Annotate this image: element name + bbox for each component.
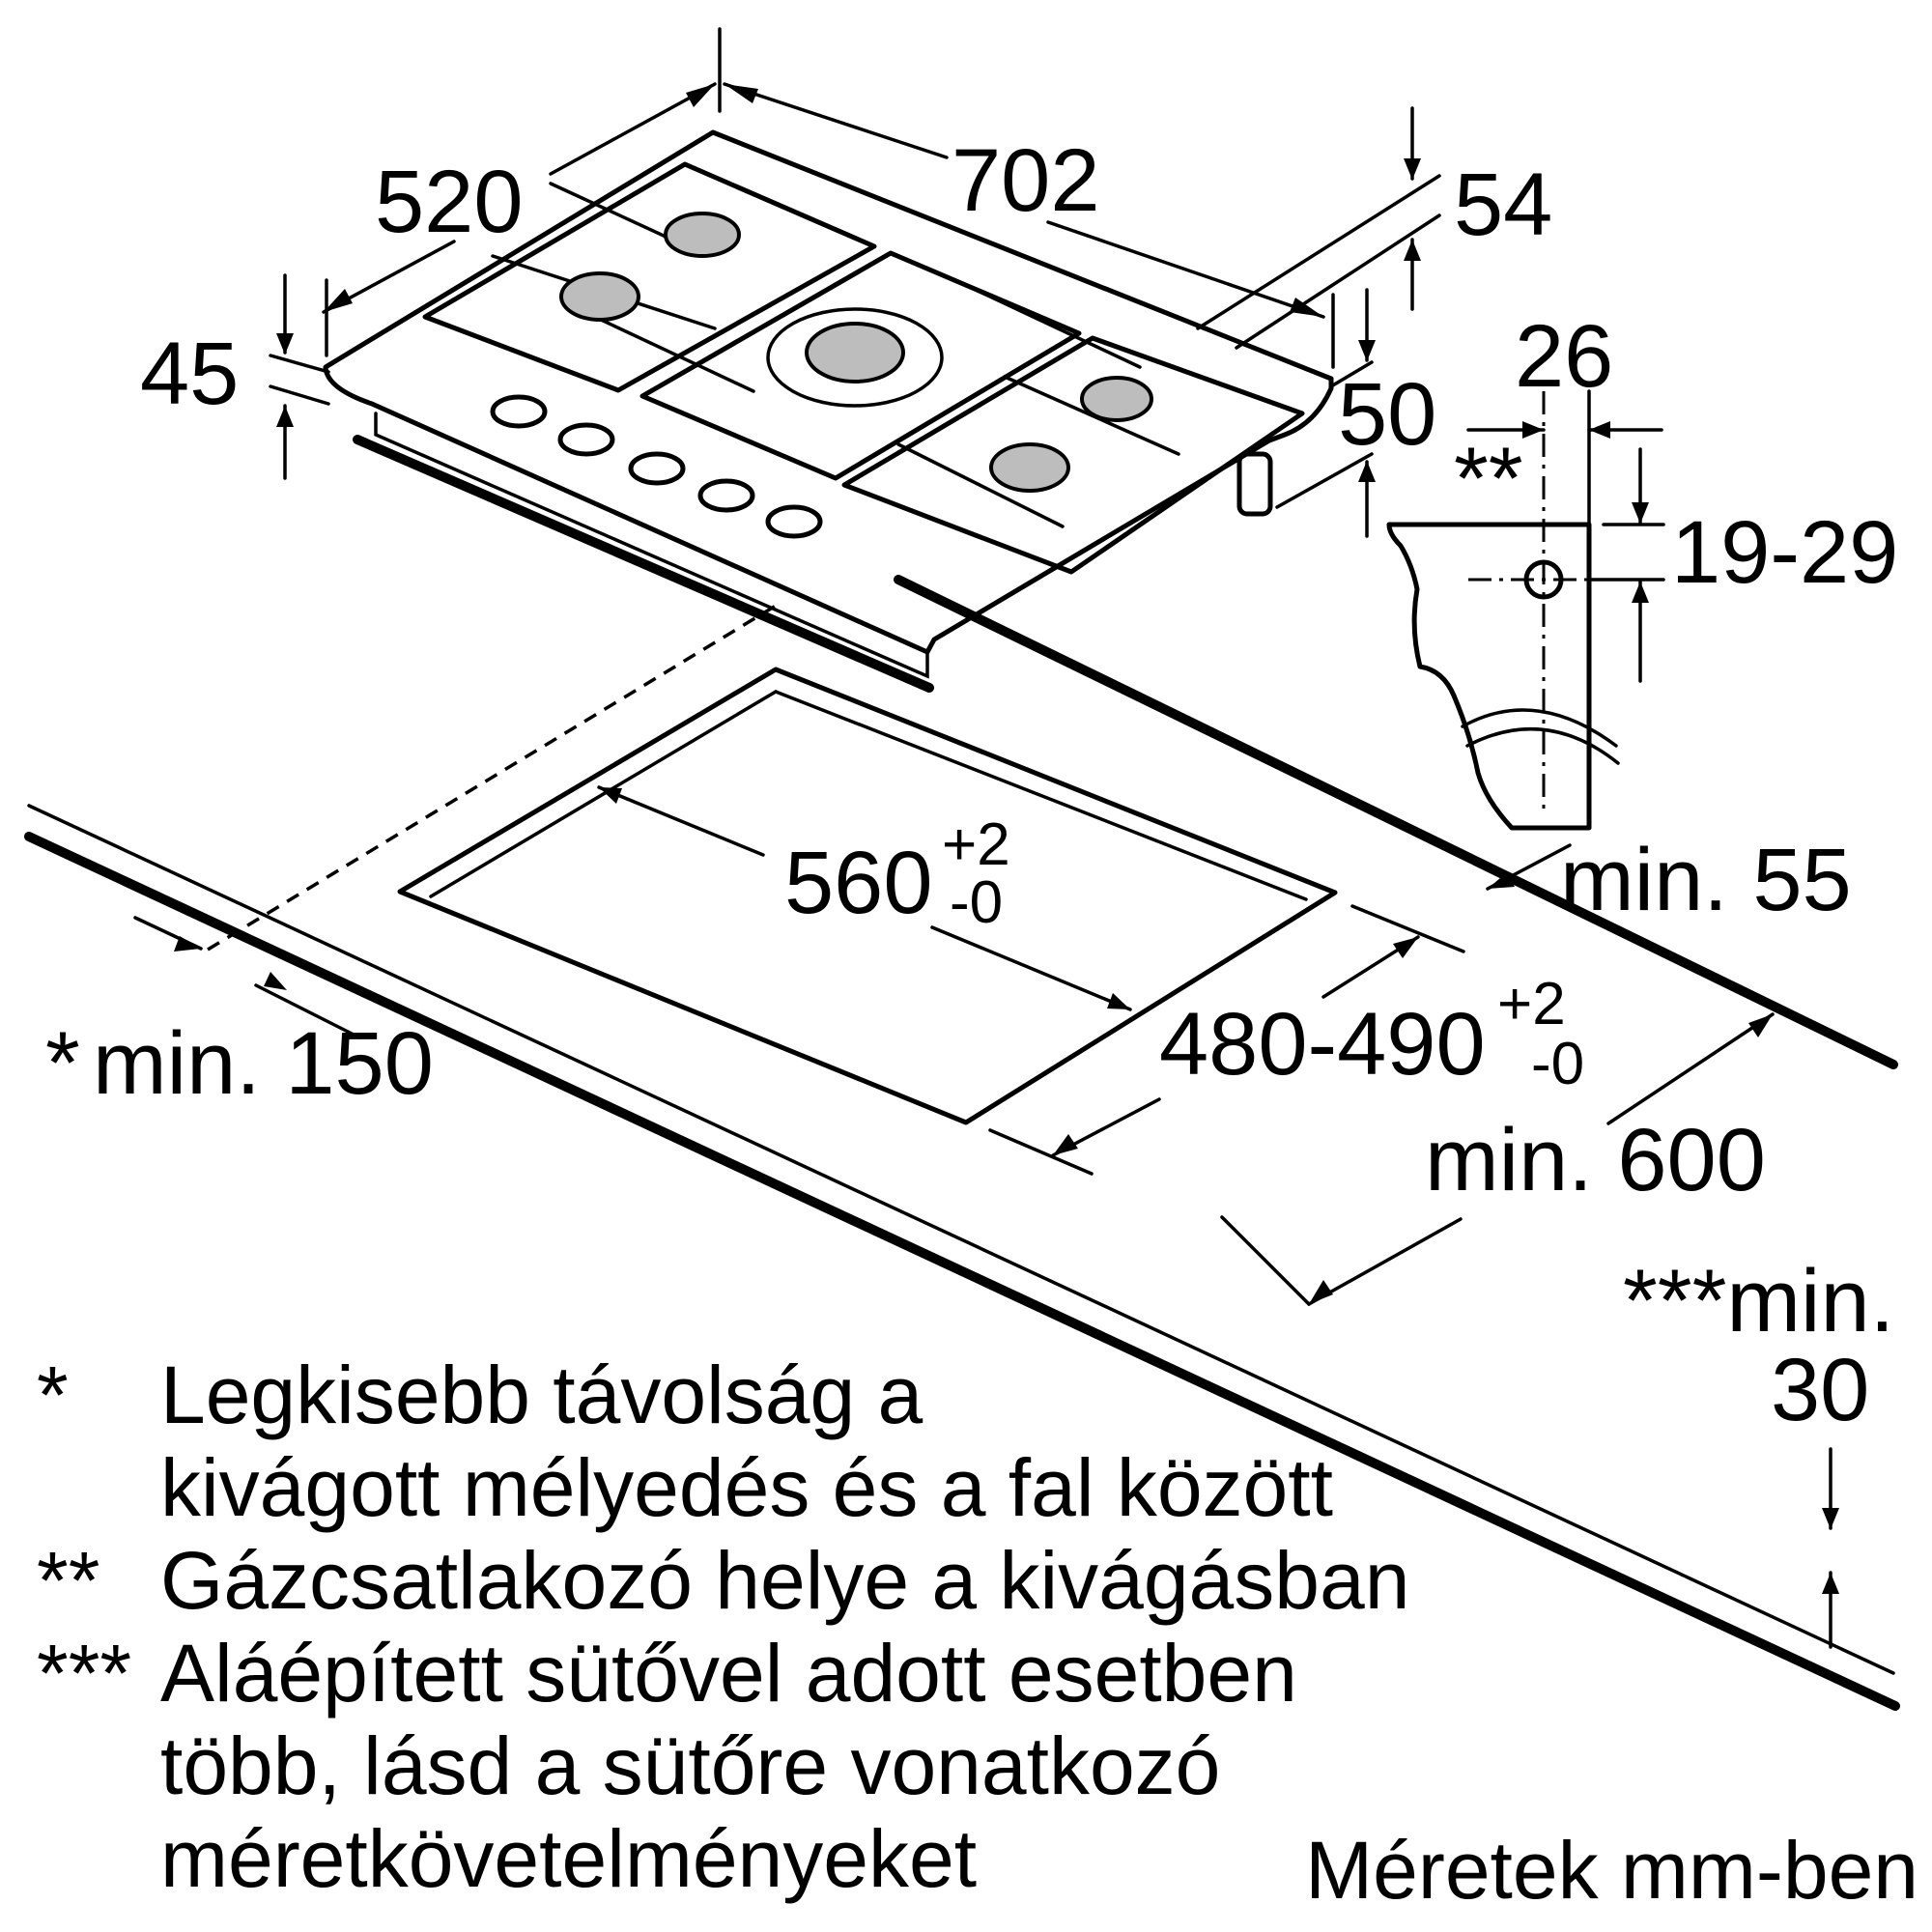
burner-front-right — [989, 442, 1070, 493]
burner-rear-right — [1080, 376, 1153, 422]
dim-560: 560 — [784, 834, 933, 932]
dim-560-tol-minus: -0 — [950, 869, 1003, 936]
dim-min-150-marker: * — [45, 1014, 80, 1113]
knob-3 — [628, 451, 686, 486]
dim-50: 50 — [1338, 365, 1436, 464]
dim-480-tol-minus: -0 — [1531, 1031, 1584, 1097]
cutout — [207, 604, 1338, 1125]
dimension-labels: 702 520 45 54 50 26 ** 19-29 min. 55 560… — [45, 131, 1898, 1439]
footnote-3-text-2: több, lásd a sütőre vonatkozó — [160, 1720, 1221, 1811]
knob-4 — [697, 478, 755, 513]
dim-min-55: min. 55 — [1560, 831, 1852, 929]
footnote-1-text-1: Legkisebb távolság a — [160, 1350, 923, 1440]
footnote-3-marker: *** — [37, 1628, 132, 1719]
dim-54: 54 — [1454, 156, 1552, 254]
footnote-2-marker: ** — [37, 1535, 100, 1626]
dim-26: 26 — [1515, 307, 1613, 406]
gas-inlet-stub — [1236, 451, 1273, 517]
footnote-3: *** Aláépített sütővel adott esetben több… — [37, 1627, 1297, 1905]
dim-gas-marker: ** — [1454, 430, 1523, 528]
knob-5 — [765, 504, 823, 539]
gas-connection-detail — [1386, 389, 1665, 831]
footnote-2-text-1: Gázcsatlakozó helye a kivágásban — [160, 1535, 1410, 1626]
footnote-3-text-1: Aláépített sütővel adott esetben — [160, 1628, 1297, 1719]
unit-note: Méretek mm-ben — [1305, 1825, 1918, 1916]
dim-min-30-top: ***min. — [1623, 1252, 1894, 1350]
footnote-3-line-3: méretkövetelményeket — [37, 1812, 1297, 1905]
footnote-1-text-2: kivágott mélyedés és a fal között — [160, 1442, 1333, 1533]
footnote-3-text-3: méretkövetelményeket — [160, 1813, 978, 1904]
dimension-lines — [133, 27, 1839, 1649]
dim-min-600: min. 600 — [1425, 1111, 1766, 1209]
dim-560-tol-plus: +2 — [942, 811, 1010, 878]
dim-480-490: 480-490 — [1159, 995, 1486, 1094]
dim-520: 520 — [375, 153, 524, 251]
dim-min-30-value: 30 — [1771, 1341, 1869, 1439]
burner-rear-left — [664, 212, 741, 258]
countertop — [24, 575, 1900, 1711]
footnote-1: * Legkisebb távolság a kivágott mélyedés … — [37, 1349, 1333, 1534]
burner-wok-center — [805, 322, 905, 384]
footnote-1-marker: * — [37, 1350, 69, 1440]
dim-19-29: 19-29 — [1671, 503, 1898, 602]
footnote-1-line-2: kivágott mélyedés és a fal között — [37, 1441, 1333, 1534]
hob — [323, 129, 1334, 693]
knob-1 — [490, 394, 548, 429]
footnote-2-line-1: ** Gázcsatlakozó helye a kivágásban — [37, 1534, 1409, 1627]
dim-45: 45 — [140, 325, 239, 423]
knob-2 — [557, 422, 615, 457]
dim-min-150: min. 150 — [93, 1014, 434, 1113]
footnote-2: ** Gázcsatlakozó helye a kivágásban — [37, 1534, 1409, 1627]
footnote-1-line-1: * Legkisebb távolság a — [37, 1349, 1333, 1441]
footnote-3-line-1: *** Aláépített sütővel adott esetben — [37, 1627, 1297, 1719]
dim-702: 702 — [952, 131, 1100, 230]
burner-front-left — [559, 271, 640, 322]
footnote-3-line-2: több, lásd a sütőre vonatkozó — [37, 1719, 1297, 1812]
dim-480-tol-plus: +2 — [1497, 971, 1566, 1037]
